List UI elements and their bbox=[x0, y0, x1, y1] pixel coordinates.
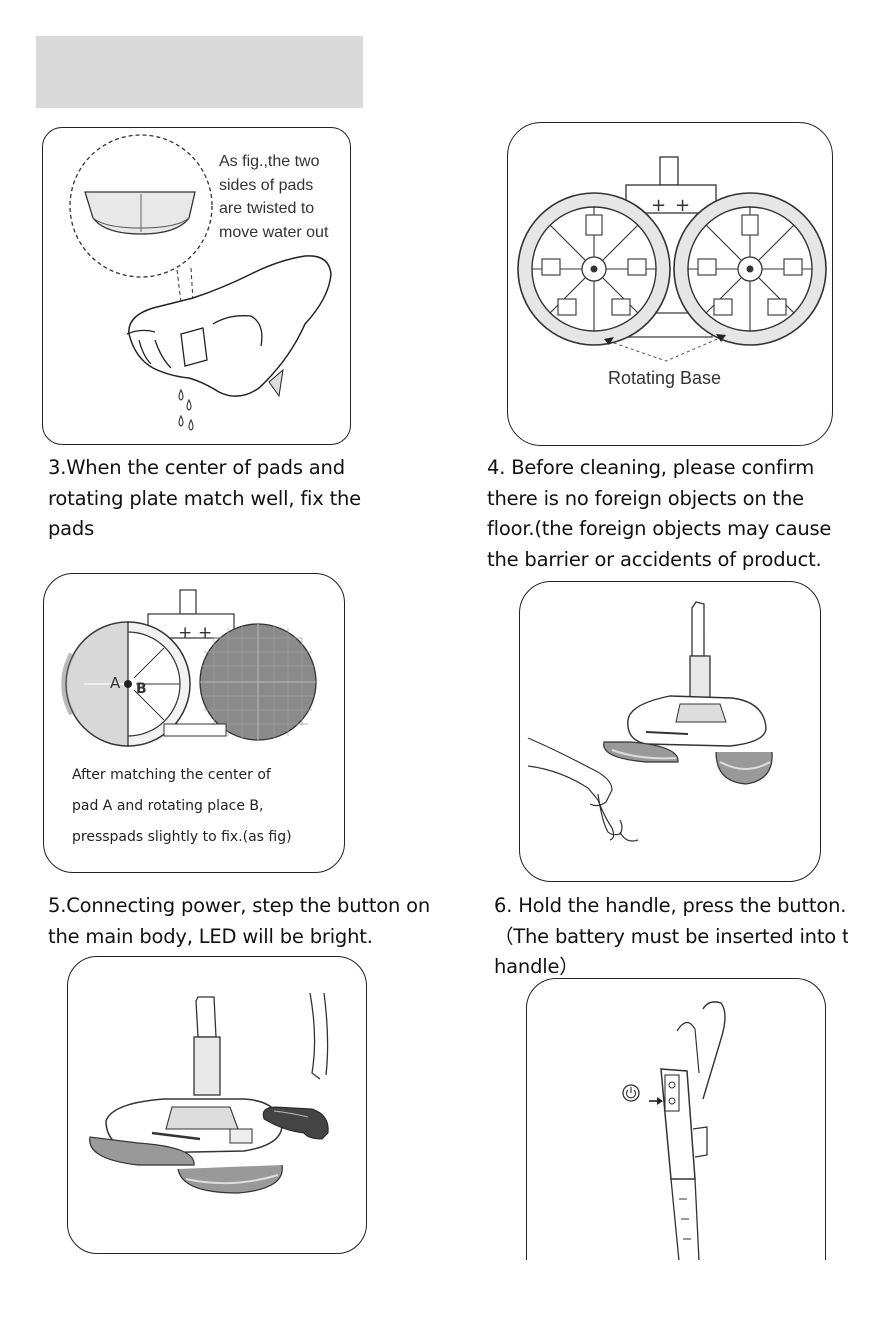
arrow-icon bbox=[604, 337, 614, 345]
figure-hand-mop bbox=[519, 581, 821, 882]
step-3-text: 3.When the center of pads and rotating p… bbox=[48, 456, 361, 540]
arrow-icon bbox=[657, 1097, 663, 1105]
label-b: B bbox=[136, 681, 147, 697]
handle-battery-illustration bbox=[622, 1001, 726, 1260]
figure-handle-battery bbox=[526, 978, 826, 1260]
figure-pad-twist: As fig.,the two sides of pads are twiste… bbox=[42, 127, 351, 445]
figure-foot-step bbox=[67, 956, 367, 1254]
pad-twist-illustration bbox=[69, 134, 332, 431]
pad-match-caption: After matching the center of pad A and r… bbox=[72, 760, 342, 853]
caption-line-3: presspads slightly to fix.(as fig) bbox=[72, 829, 292, 845]
svg-text:+: + bbox=[198, 623, 212, 643]
header-bar bbox=[36, 36, 363, 108]
rotating-base-label: Rotating Base bbox=[608, 368, 722, 388]
foot-step-illustration bbox=[89, 992, 329, 1194]
hand-mop-illustration bbox=[527, 601, 773, 842]
rotating-base-right bbox=[673, 192, 827, 346]
step-4-text: 4. Before cleaning, please confirm there… bbox=[487, 456, 832, 571]
figure-rotating-base: + + Rotatin bbox=[507, 122, 833, 446]
rotating-base-illustration: + + bbox=[517, 156, 827, 362]
pad-match-illustration: + + bbox=[61, 589, 317, 747]
svg-text:+: + bbox=[651, 195, 666, 216]
svg-text:+: + bbox=[675, 195, 690, 216]
caption-line-2: pad A and rotating place B, bbox=[72, 798, 264, 814]
figure-pad-match: + + A B After matching the center of pad… bbox=[43, 573, 345, 873]
water-drop-icon bbox=[178, 388, 184, 401]
label-a: A bbox=[110, 674, 121, 692]
step-5-text: 5.Connecting power, step the button on t… bbox=[48, 894, 431, 948]
power-icon bbox=[622, 1084, 640, 1102]
rotating-base-left bbox=[517, 192, 671, 346]
svg-text:+: + bbox=[178, 623, 192, 643]
pad-twist-callout: As fig.,the two sides of pads are twiste… bbox=[219, 153, 329, 241]
caption-line-1: After matching the center of bbox=[72, 767, 271, 783]
step-6-text: 6. Hold the handle, press the button. （T… bbox=[494, 894, 848, 978]
